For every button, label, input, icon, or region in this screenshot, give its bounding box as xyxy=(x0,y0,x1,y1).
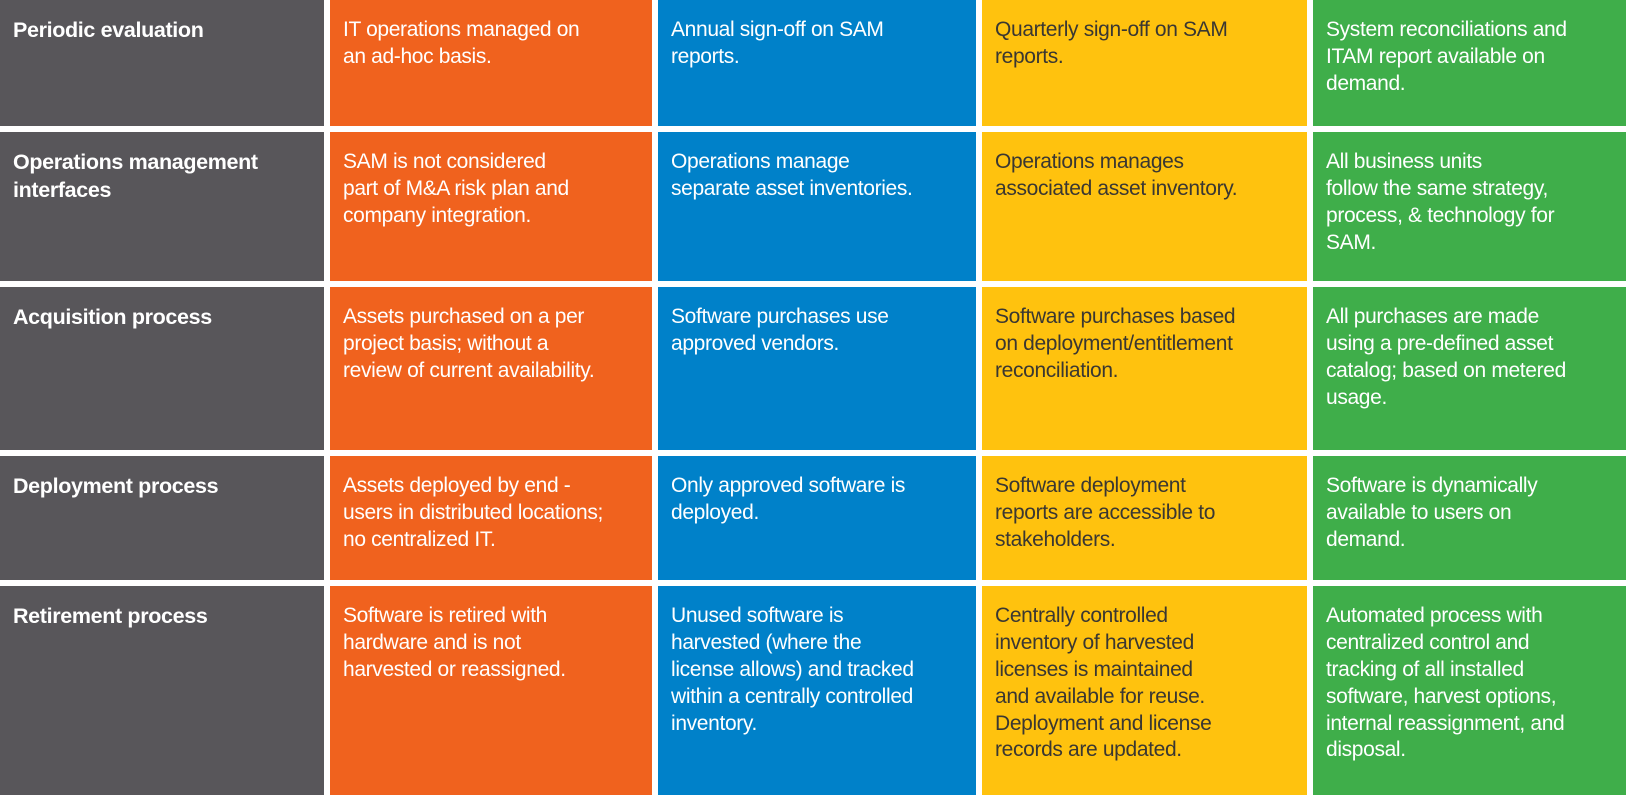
cell-deployment-process-level-1: Assets deployed by end - users in distri… xyxy=(330,456,652,580)
cell-acquisition-process-level-1: Assets purchased on a per project basis;… xyxy=(330,287,652,450)
cell-deployment-process-level-2: Only approved software is deployed. xyxy=(658,456,976,580)
row-header-periodic-evaluation: Periodic evaluation xyxy=(0,0,324,126)
cell-retirement-process-level-3: Centrally controlled inventory of harves… xyxy=(982,586,1307,795)
cell-periodic-evaluation-level-4: System reconciliations and ITAM report a… xyxy=(1313,0,1626,126)
cell-acquisition-process-level-4: All purchases are made using a pre-defin… xyxy=(1313,287,1626,450)
cell-deployment-process-level-3: Software deployment reports are accessib… xyxy=(982,456,1307,580)
cell-retirement-process-level-2: Unused software is harvested (where the … xyxy=(658,586,976,795)
row-header-acquisition-process: Acquisition process xyxy=(0,287,324,450)
cell-periodic-evaluation-level-1: IT operations managed on an ad-hoc basis… xyxy=(330,0,652,126)
row-header-retirement-process: Retirement process xyxy=(0,586,324,795)
cell-periodic-evaluation-level-3: Quarterly sign-off on SAM reports. xyxy=(982,0,1307,126)
cell-retirement-process-level-4: Automated process with centralized contr… xyxy=(1313,586,1626,795)
cell-acquisition-process-level-3: Software purchases based on deployment/e… xyxy=(982,287,1307,450)
cell-periodic-evaluation-level-2: Annual sign-off on SAM reports. xyxy=(658,0,976,126)
cell-operations-management-level-3: Operations manages associated asset inve… xyxy=(982,132,1307,281)
cell-retirement-process-level-1: Software is retired with hardware and is… xyxy=(330,586,652,795)
cell-operations-management-level-2: Operations manage separate asset invento… xyxy=(658,132,976,281)
cell-operations-management-level-4: All business units follow the same strat… xyxy=(1313,132,1626,281)
cell-acquisition-process-level-2: Software purchases use approved vendors. xyxy=(658,287,976,450)
row-header-deployment-process: Deployment process xyxy=(0,456,324,580)
row-header-operations-management-interfaces: Operations management interfaces xyxy=(0,132,324,281)
cell-operations-management-level-1: SAM is not considered part of M&A risk p… xyxy=(330,132,652,281)
cell-deployment-process-level-4: Software is dynamically available to use… xyxy=(1313,456,1626,580)
